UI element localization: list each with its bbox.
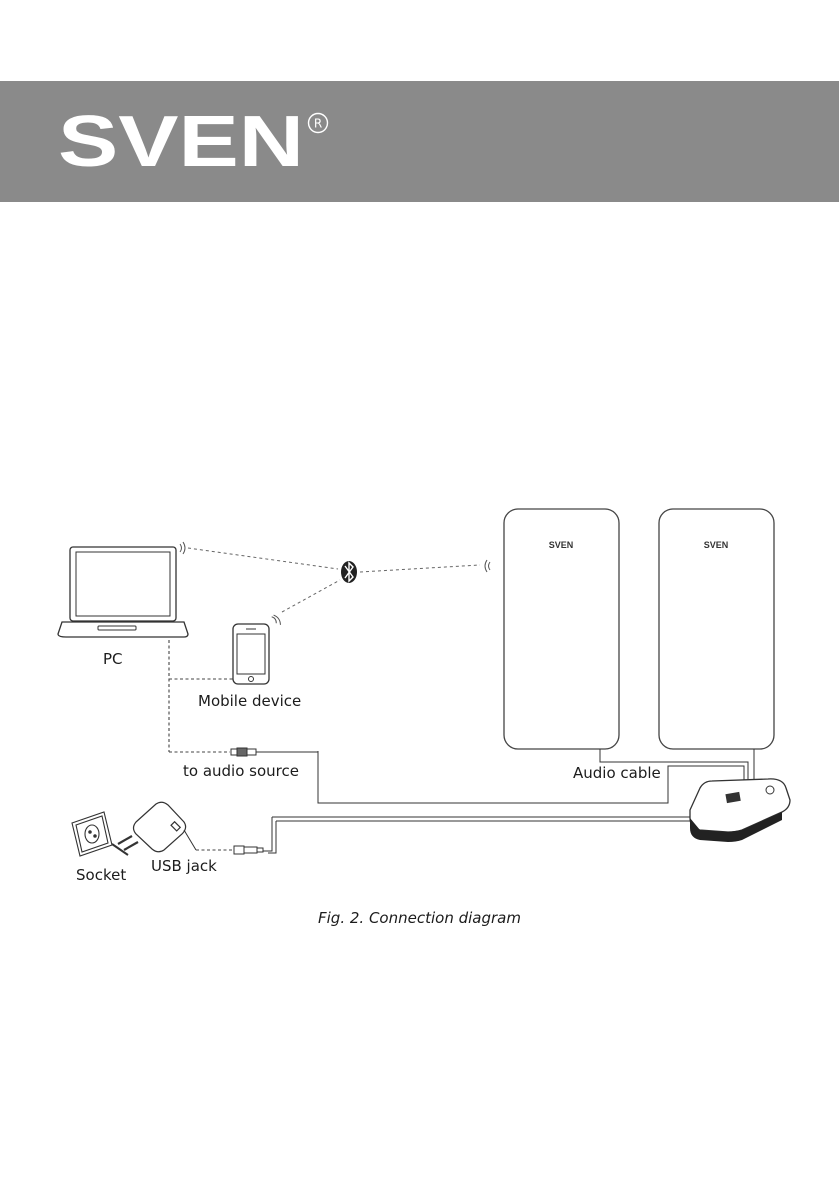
receiver-module-icon	[689, 778, 791, 842]
label-audio-cable: Audio cable	[573, 764, 661, 782]
label-mobile-device: Mobile device	[198, 692, 302, 710]
header-band	[0, 81, 839, 202]
logo-text: SVEN	[58, 110, 304, 172]
label-usb-jack: USB jack	[151, 857, 217, 875]
sven-logo: SVEN	[58, 110, 304, 172]
speaker-left-logo: SVEN	[549, 540, 574, 550]
label-socket: Socket	[76, 866, 127, 884]
connection-diagram: SVEN SVEN	[57, 508, 791, 857]
laptop-icon	[57, 546, 189, 638]
usb-adapter-icon	[117, 801, 197, 853]
speaker-right-logo: SVEN	[704, 540, 729, 550]
figure-caption: Fig. 2. Connection diagram	[318, 909, 521, 927]
audio-cable	[263, 749, 755, 854]
bluetooth-icon	[341, 561, 357, 583]
audio-jack-icon	[230, 747, 318, 757]
power-socket-icon	[71, 811, 129, 857]
wireless-wave-icons	[179, 541, 491, 625]
bluetooth-links	[187, 547, 481, 613]
usb-plug-icon	[233, 845, 264, 855]
speaker-left: SVEN	[503, 508, 620, 750]
smartphone-icon	[232, 623, 270, 685]
pc-connections	[168, 640, 234, 851]
label-pc: PC	[103, 650, 123, 668]
svg-text:R: R	[314, 117, 322, 131]
speaker-right: SVEN	[658, 508, 775, 750]
label-audio-source: to audio source	[183, 762, 299, 780]
registered-mark: R	[307, 112, 329, 134]
